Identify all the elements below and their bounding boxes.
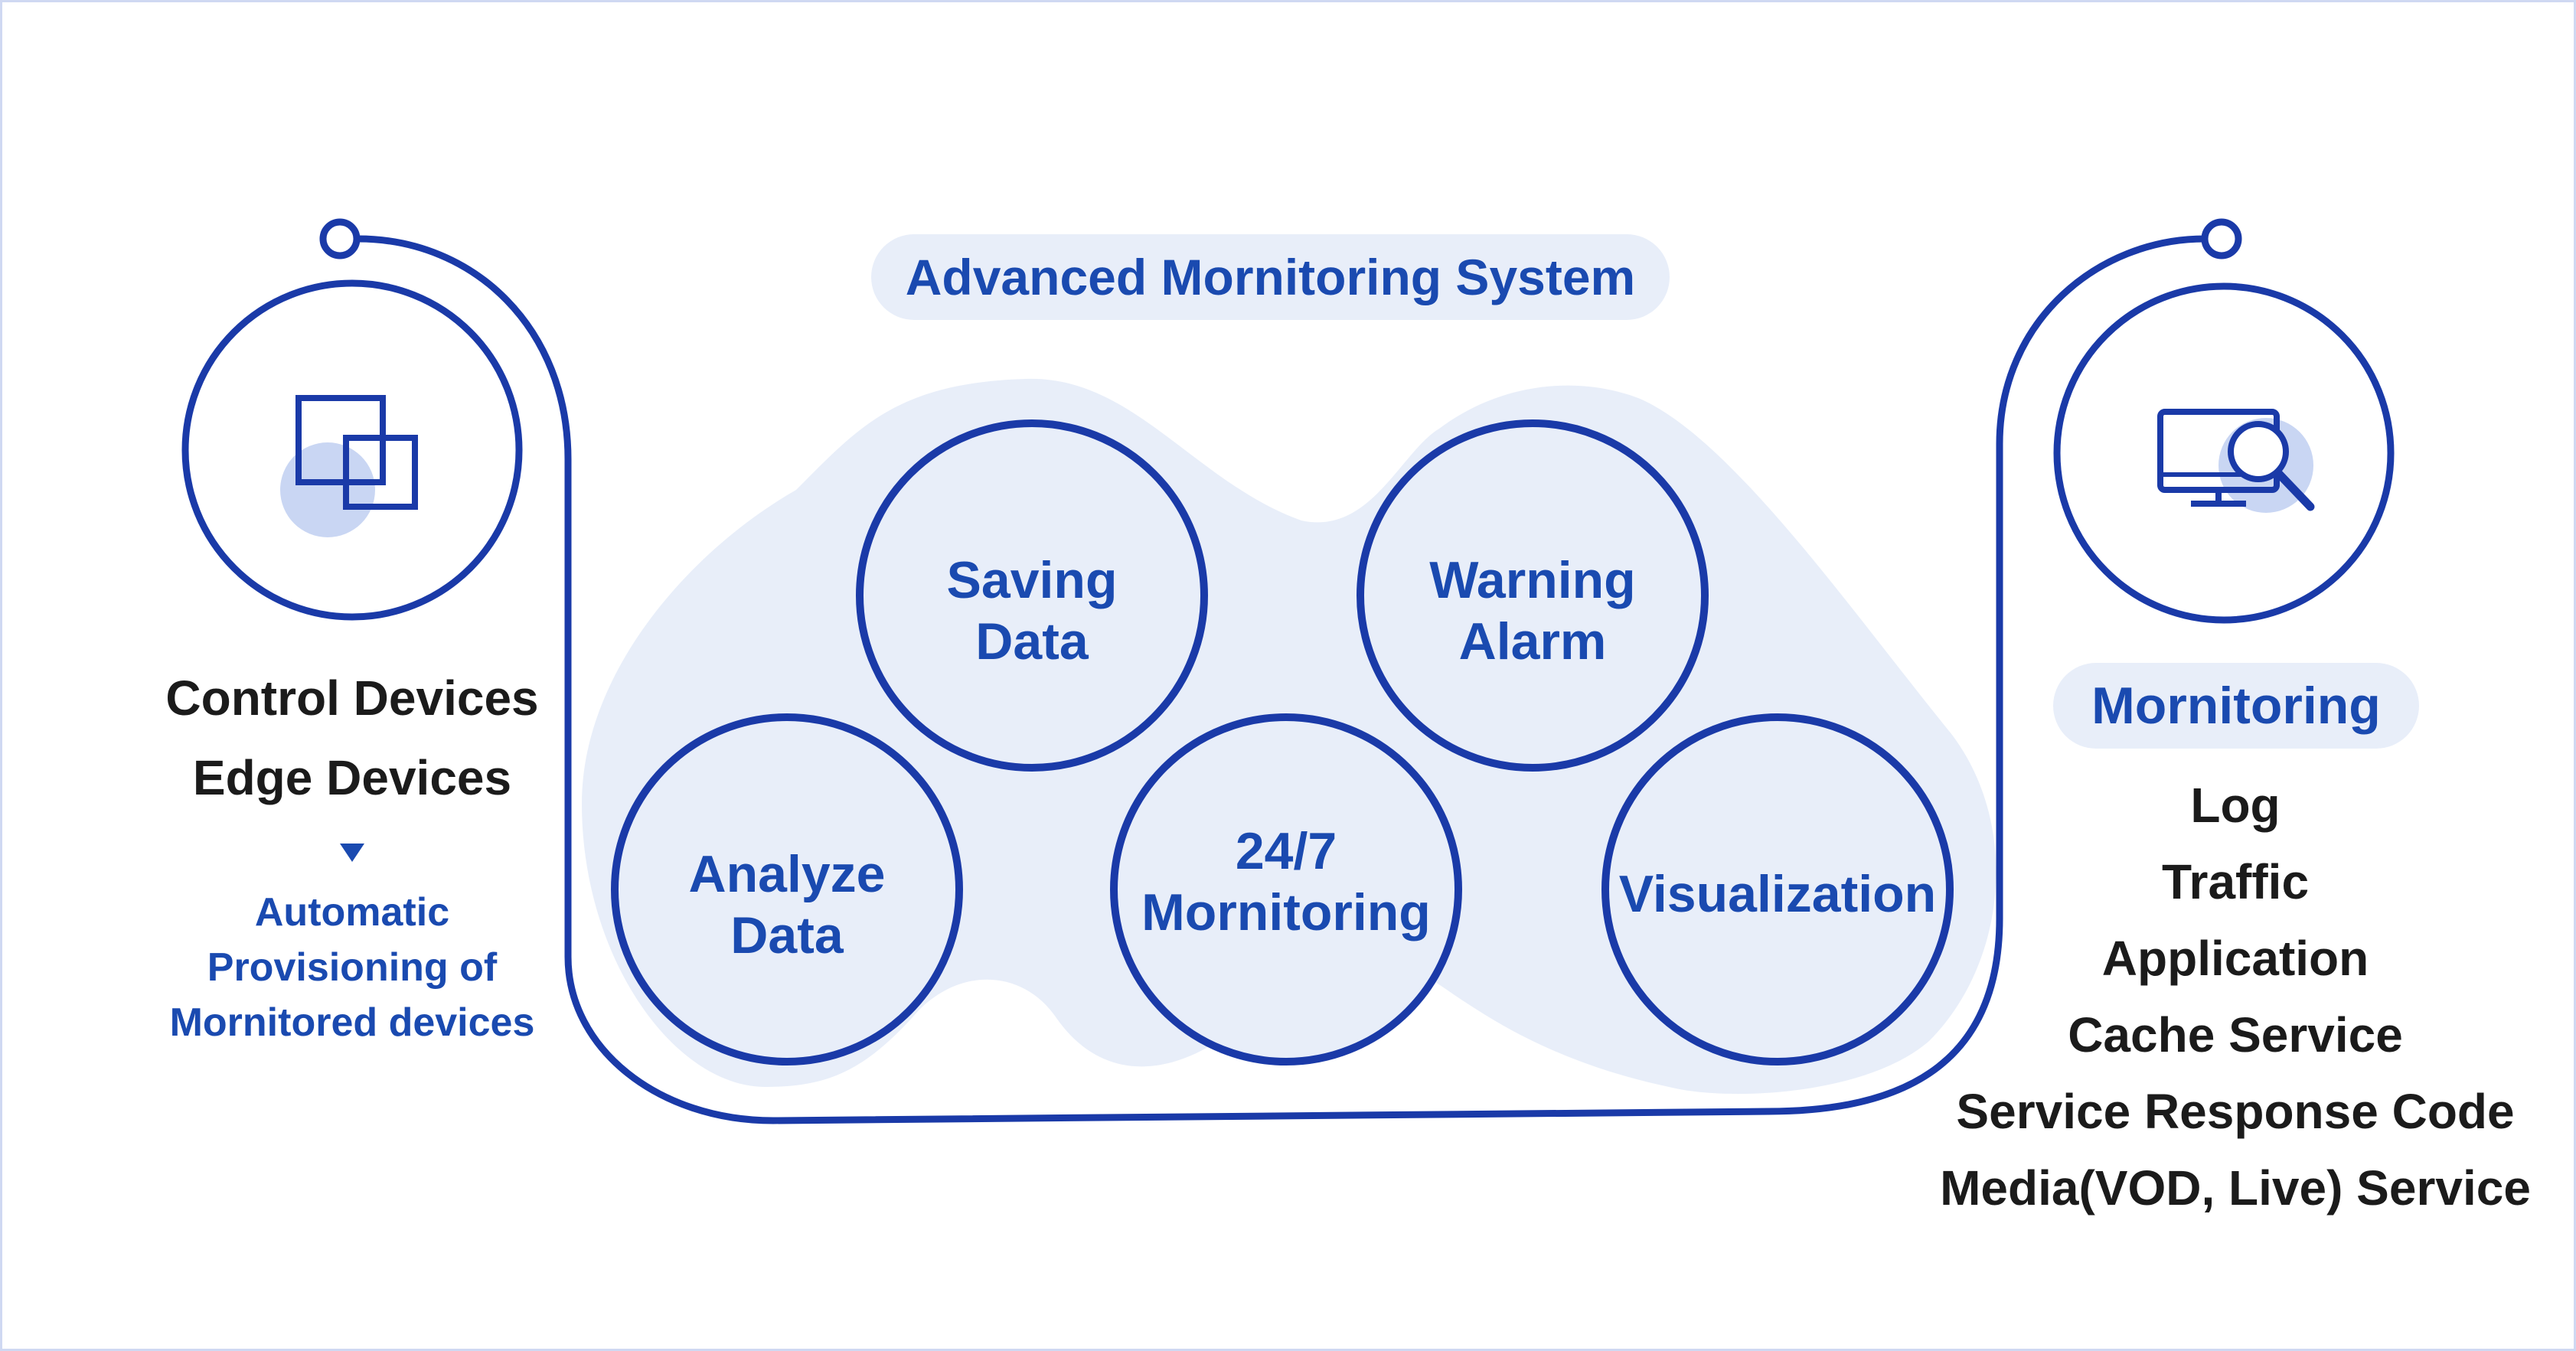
visualization-line-1: Visualization — [1618, 865, 1937, 923]
circle-analyze-data — [611, 713, 963, 1065]
monitoring-item-list: Log Traffic Application Cache Service Se… — [1929, 767, 2542, 1226]
saving-data-line-2: Data — [975, 612, 1089, 671]
circle-visualization — [1601, 713, 1954, 1065]
device-item: Edge Devices — [192, 750, 512, 805]
monitoring-item: Traffic — [2161, 854, 2310, 909]
monitoring-247-line-1: 24/7 — [1235, 822, 1337, 880]
monitoring-item: Cache Service — [2068, 1007, 2403, 1062]
visualization-label: Visualization — [1601, 863, 1954, 925]
monitoring-247-label: 24/7 Mornitoring — [1118, 821, 1455, 943]
overlapping-squares-icon — [280, 395, 418, 537]
down-triangle-icon — [340, 844, 364, 862]
saving-data-label: Saving Data — [879, 550, 1185, 672]
warning-alarm-line-2: Alarm — [1458, 612, 1607, 671]
monitoring-item: Log — [2190, 778, 2281, 833]
connector-line — [354, 235, 2209, 1124]
circle-monitoring-247 — [1110, 713, 1462, 1065]
analyze-data-label: Analyze Data — [634, 844, 940, 966]
monitoring-item: Service Response Code — [1956, 1084, 2515, 1139]
left-device-list: Control Devices Edge Devices — [153, 658, 551, 817]
device-item: Control Devices — [165, 671, 539, 726]
right-endpoint-ring — [2201, 218, 2242, 259]
monitoring-pill: Mornitoring — [2053, 663, 2419, 749]
warning-alarm-label: Warning Alarm — [1379, 550, 1686, 672]
analyze-data-line-1: Analyze — [688, 845, 886, 903]
warning-alarm-line-1: Warning — [1429, 551, 1636, 609]
left-endpoint-ring — [319, 218, 361, 259]
provisioning-line: Provisioning of — [207, 945, 498, 990]
monitoring-247-line-2: Mornitoring — [1141, 883, 1431, 941]
provisioning-line: Mornitored devices — [169, 1000, 535, 1045]
monitoring-item: Application — [2101, 931, 2369, 986]
monitor-magnifier-icon — [2157, 409, 2315, 513]
monitoring-item: Media(VOD, Live) Service — [1940, 1160, 2531, 1216]
provisioning-text: Automatic Provisioning of Mornitored dev… — [153, 885, 551, 1050]
diagram-title: Advanced Mornitoring System — [871, 234, 1670, 320]
circle-saving-data — [856, 419, 1208, 772]
analyze-data-line-2: Data — [730, 906, 844, 964]
saving-data-line-1: Saving — [946, 551, 1118, 609]
circle-warning-alarm — [1357, 419, 1709, 772]
provisioning-line: Automatic — [254, 890, 450, 935]
